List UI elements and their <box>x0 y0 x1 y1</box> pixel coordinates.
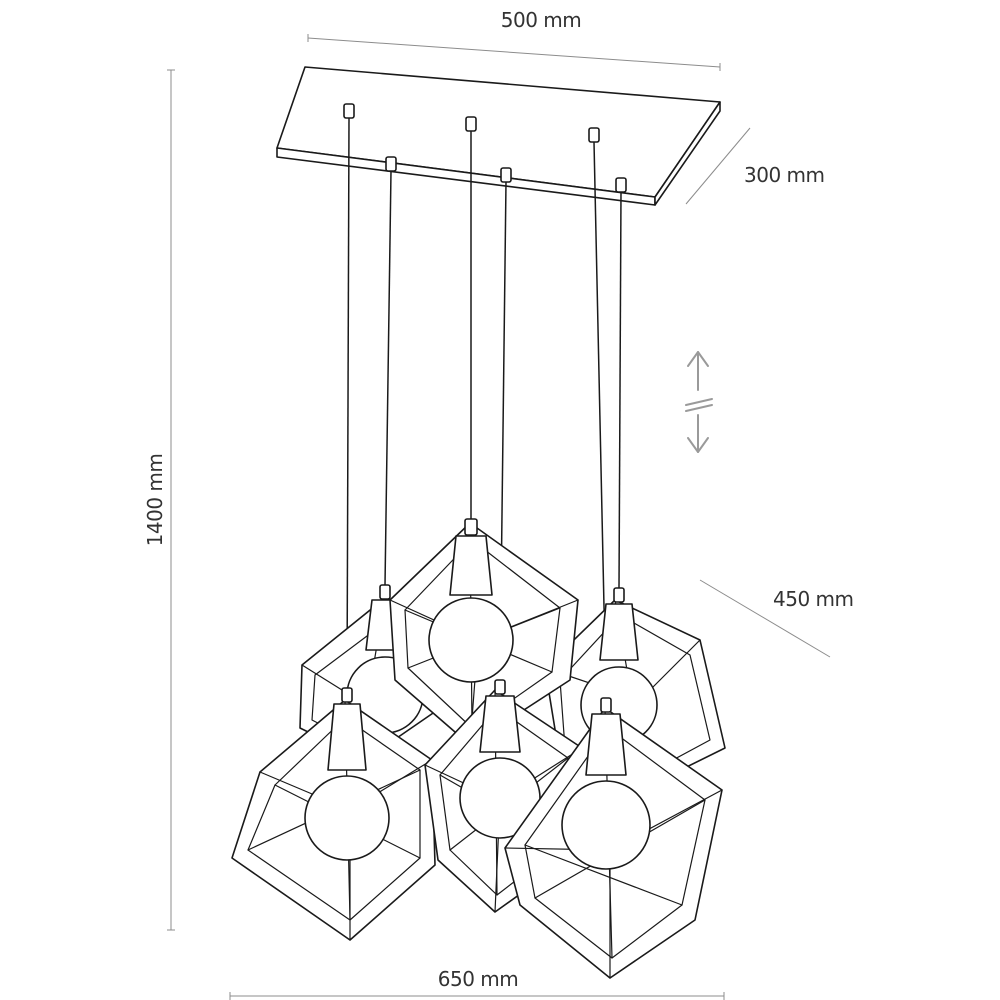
dimension-depth: 300 mm <box>744 163 825 187</box>
ceiling-canopy <box>276 66 721 206</box>
dimension-shade-size: 450 mm <box>773 587 854 611</box>
dimension-width-bottom: 650 mm <box>438 967 519 991</box>
shade-front-right <box>504 697 723 979</box>
dimension-lines <box>167 34 831 1000</box>
shade-center-top <box>389 518 579 746</box>
dimension-width-top: 500 mm <box>501 8 582 32</box>
cord-mounts <box>343 103 627 193</box>
shade-front-left <box>231 687 436 941</box>
height-adjust-icon <box>685 351 713 453</box>
dimension-height: 1400 mm <box>143 454 167 547</box>
